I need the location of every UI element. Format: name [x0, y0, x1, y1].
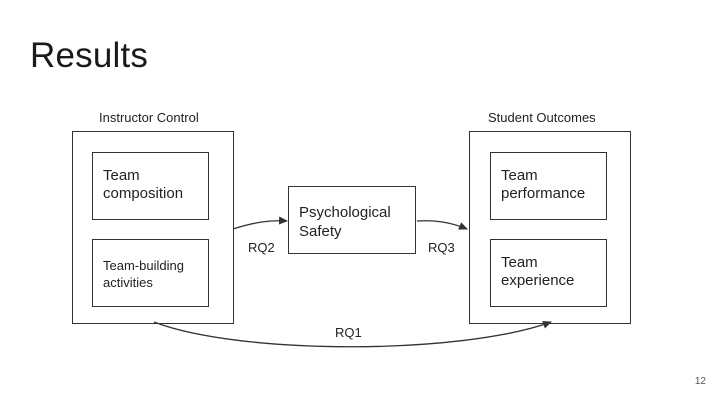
team-performance-line1: Team: [501, 167, 538, 184]
rq2-label: RQ2: [248, 240, 275, 255]
page-number: 12: [694, 376, 706, 387]
team-composition-line2: composition: [103, 185, 184, 202]
team-experience-line1: Team: [501, 254, 538, 271]
instructor-control-label: Instructor Control: [99, 110, 199, 125]
team-experience-line2: experience: [501, 272, 575, 289]
student-outcomes-label: Student Outcomes: [488, 110, 596, 125]
team-building-line2: activities: [103, 275, 153, 290]
team-building-line1: Team-building: [103, 258, 184, 273]
psychological-safety-line2: Safety: [299, 223, 342, 240]
team-building-node: Team-building activities: [92, 239, 209, 307]
psychological-safety-node: Psychological Safety: [288, 186, 416, 254]
team-performance-node: Team performance: [490, 152, 607, 220]
arrow-rq3: [416, 220, 468, 230]
team-composition-node: Team composition: [92, 152, 209, 220]
slide-title: Results: [30, 36, 149, 75]
team-composition-line1: Team: [103, 167, 140, 184]
arrow-rq2: [232, 216, 288, 230]
team-experience-node: Team experience: [490, 239, 607, 307]
arrow-rq1: [153, 320, 552, 348]
psychological-safety-line1: Psychological: [299, 204, 391, 221]
rq3-label: RQ3: [428, 240, 455, 255]
rq1-label: RQ1: [335, 325, 362, 340]
team-performance-line2: performance: [501, 185, 586, 202]
